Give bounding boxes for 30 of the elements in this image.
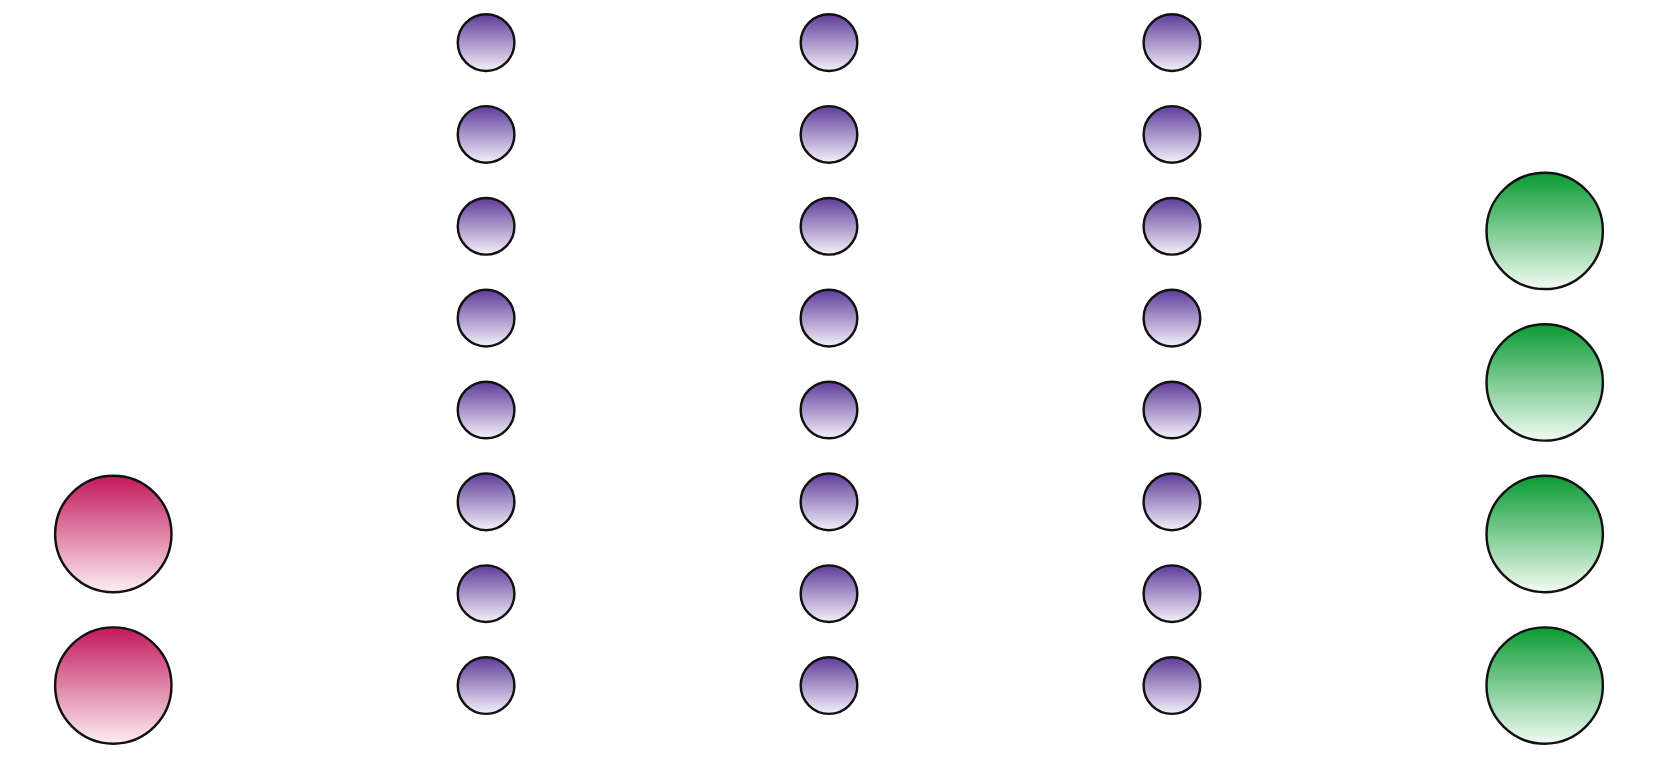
node-circle bbox=[53, 474, 173, 594]
node-circle bbox=[456, 13, 516, 73]
node-circle bbox=[456, 196, 516, 256]
node-circle bbox=[799, 380, 859, 440]
node-circle bbox=[799, 196, 859, 256]
node-circle bbox=[456, 656, 516, 716]
node-circle bbox=[1142, 380, 1202, 440]
node-circle bbox=[1485, 323, 1605, 442]
node-circle bbox=[799, 288, 859, 348]
node-circle bbox=[1142, 288, 1202, 348]
node-circle bbox=[1142, 196, 1202, 256]
node-circle bbox=[1485, 626, 1605, 745]
node-circle bbox=[799, 564, 859, 624]
node-circle bbox=[1485, 171, 1605, 291]
node-circle bbox=[456, 472, 516, 532]
node-circle bbox=[1142, 472, 1202, 532]
node-circle bbox=[1142, 564, 1202, 624]
node-circle bbox=[1142, 104, 1202, 164]
node-circle bbox=[456, 104, 516, 164]
node-circle bbox=[456, 380, 516, 440]
node-circle bbox=[799, 104, 859, 164]
node-circle bbox=[799, 13, 859, 73]
node-circle bbox=[1142, 13, 1202, 73]
node-circle bbox=[799, 472, 859, 532]
node-circle bbox=[456, 564, 516, 624]
node-circle bbox=[53, 626, 173, 745]
node-circle bbox=[799, 656, 859, 716]
node-circle bbox=[1485, 474, 1605, 594]
node-circle bbox=[456, 288, 516, 348]
node-circle bbox=[1142, 656, 1202, 716]
